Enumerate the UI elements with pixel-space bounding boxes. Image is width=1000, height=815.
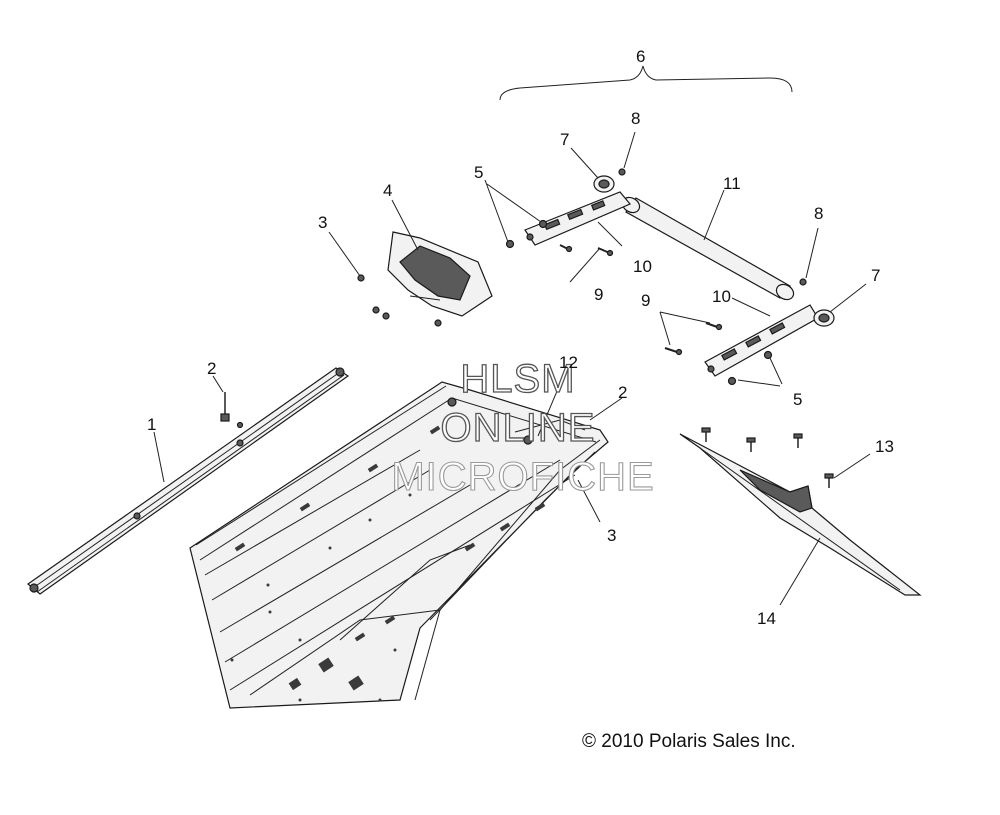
callout-2-left: 2: [207, 359, 216, 378]
part-4-cover: [357, 231, 493, 327]
part-3-fastener: [357, 274, 442, 327]
part-11-shaft: [621, 196, 795, 301]
part-8-fastener: [618, 168, 807, 286]
callout-3-right: 3: [607, 526, 616, 545]
callout-8-lower: 8: [814, 204, 823, 223]
part-10-arm-upper: [524, 191, 631, 246]
callout-2-right: 2: [618, 383, 627, 402]
callout-4: 4: [383, 181, 392, 200]
callout-3-left: 3: [318, 213, 327, 232]
callouts: 1 2 2 3 3 4 5 5 6 7 7 8 8 9 9 10 10 11 1…: [147, 47, 894, 628]
callout-13: 13: [875, 437, 894, 456]
callout-5-upper: 5: [474, 163, 483, 182]
watermark-line-2: ONLINE: [441, 406, 596, 450]
part-1-rail: [27, 367, 350, 595]
part-9-bolt: [559, 244, 723, 356]
callout-9-lower: 9: [641, 291, 650, 310]
part-10-arm-lower: [704, 304, 819, 377]
part-7-bearing-upper: [593, 175, 615, 193]
tunnel-chassis: [189, 381, 609, 709]
watermark-line-3: MICROFICHE: [391, 455, 654, 499]
callout-14: 14: [757, 609, 776, 628]
leader-lines: [153, 65, 871, 606]
callout-11: 11: [723, 174, 741, 193]
callout-10-upper: 10: [633, 257, 652, 276]
callout-9-upper: 9: [594, 285, 603, 304]
callout-10-lower: 10: [712, 287, 731, 306]
callout-1: 1: [147, 415, 156, 434]
callout-5-lower: 5: [793, 390, 802, 409]
callout-6: 6: [636, 47, 645, 66]
part-5-nut: [505, 219, 773, 386]
watermark-line-1: HLSM: [460, 357, 575, 401]
watermark: HLSM ONLINE MICROFICHE: [391, 356, 654, 499]
callout-7-lower: 7: [871, 266, 880, 285]
copyright-notice: © 2010 Polaris Sales Inc.: [582, 731, 796, 752]
part-14-slide: [679, 433, 922, 596]
part-7-bearing-lower: [813, 309, 835, 327]
part-2-screw: [220, 392, 230, 422]
callout-8-upper: 8: [631, 109, 640, 128]
callout-12: 12: [559, 353, 578, 372]
part-13-screw: [701, 427, 834, 488]
callout-7-upper: 7: [560, 130, 569, 149]
